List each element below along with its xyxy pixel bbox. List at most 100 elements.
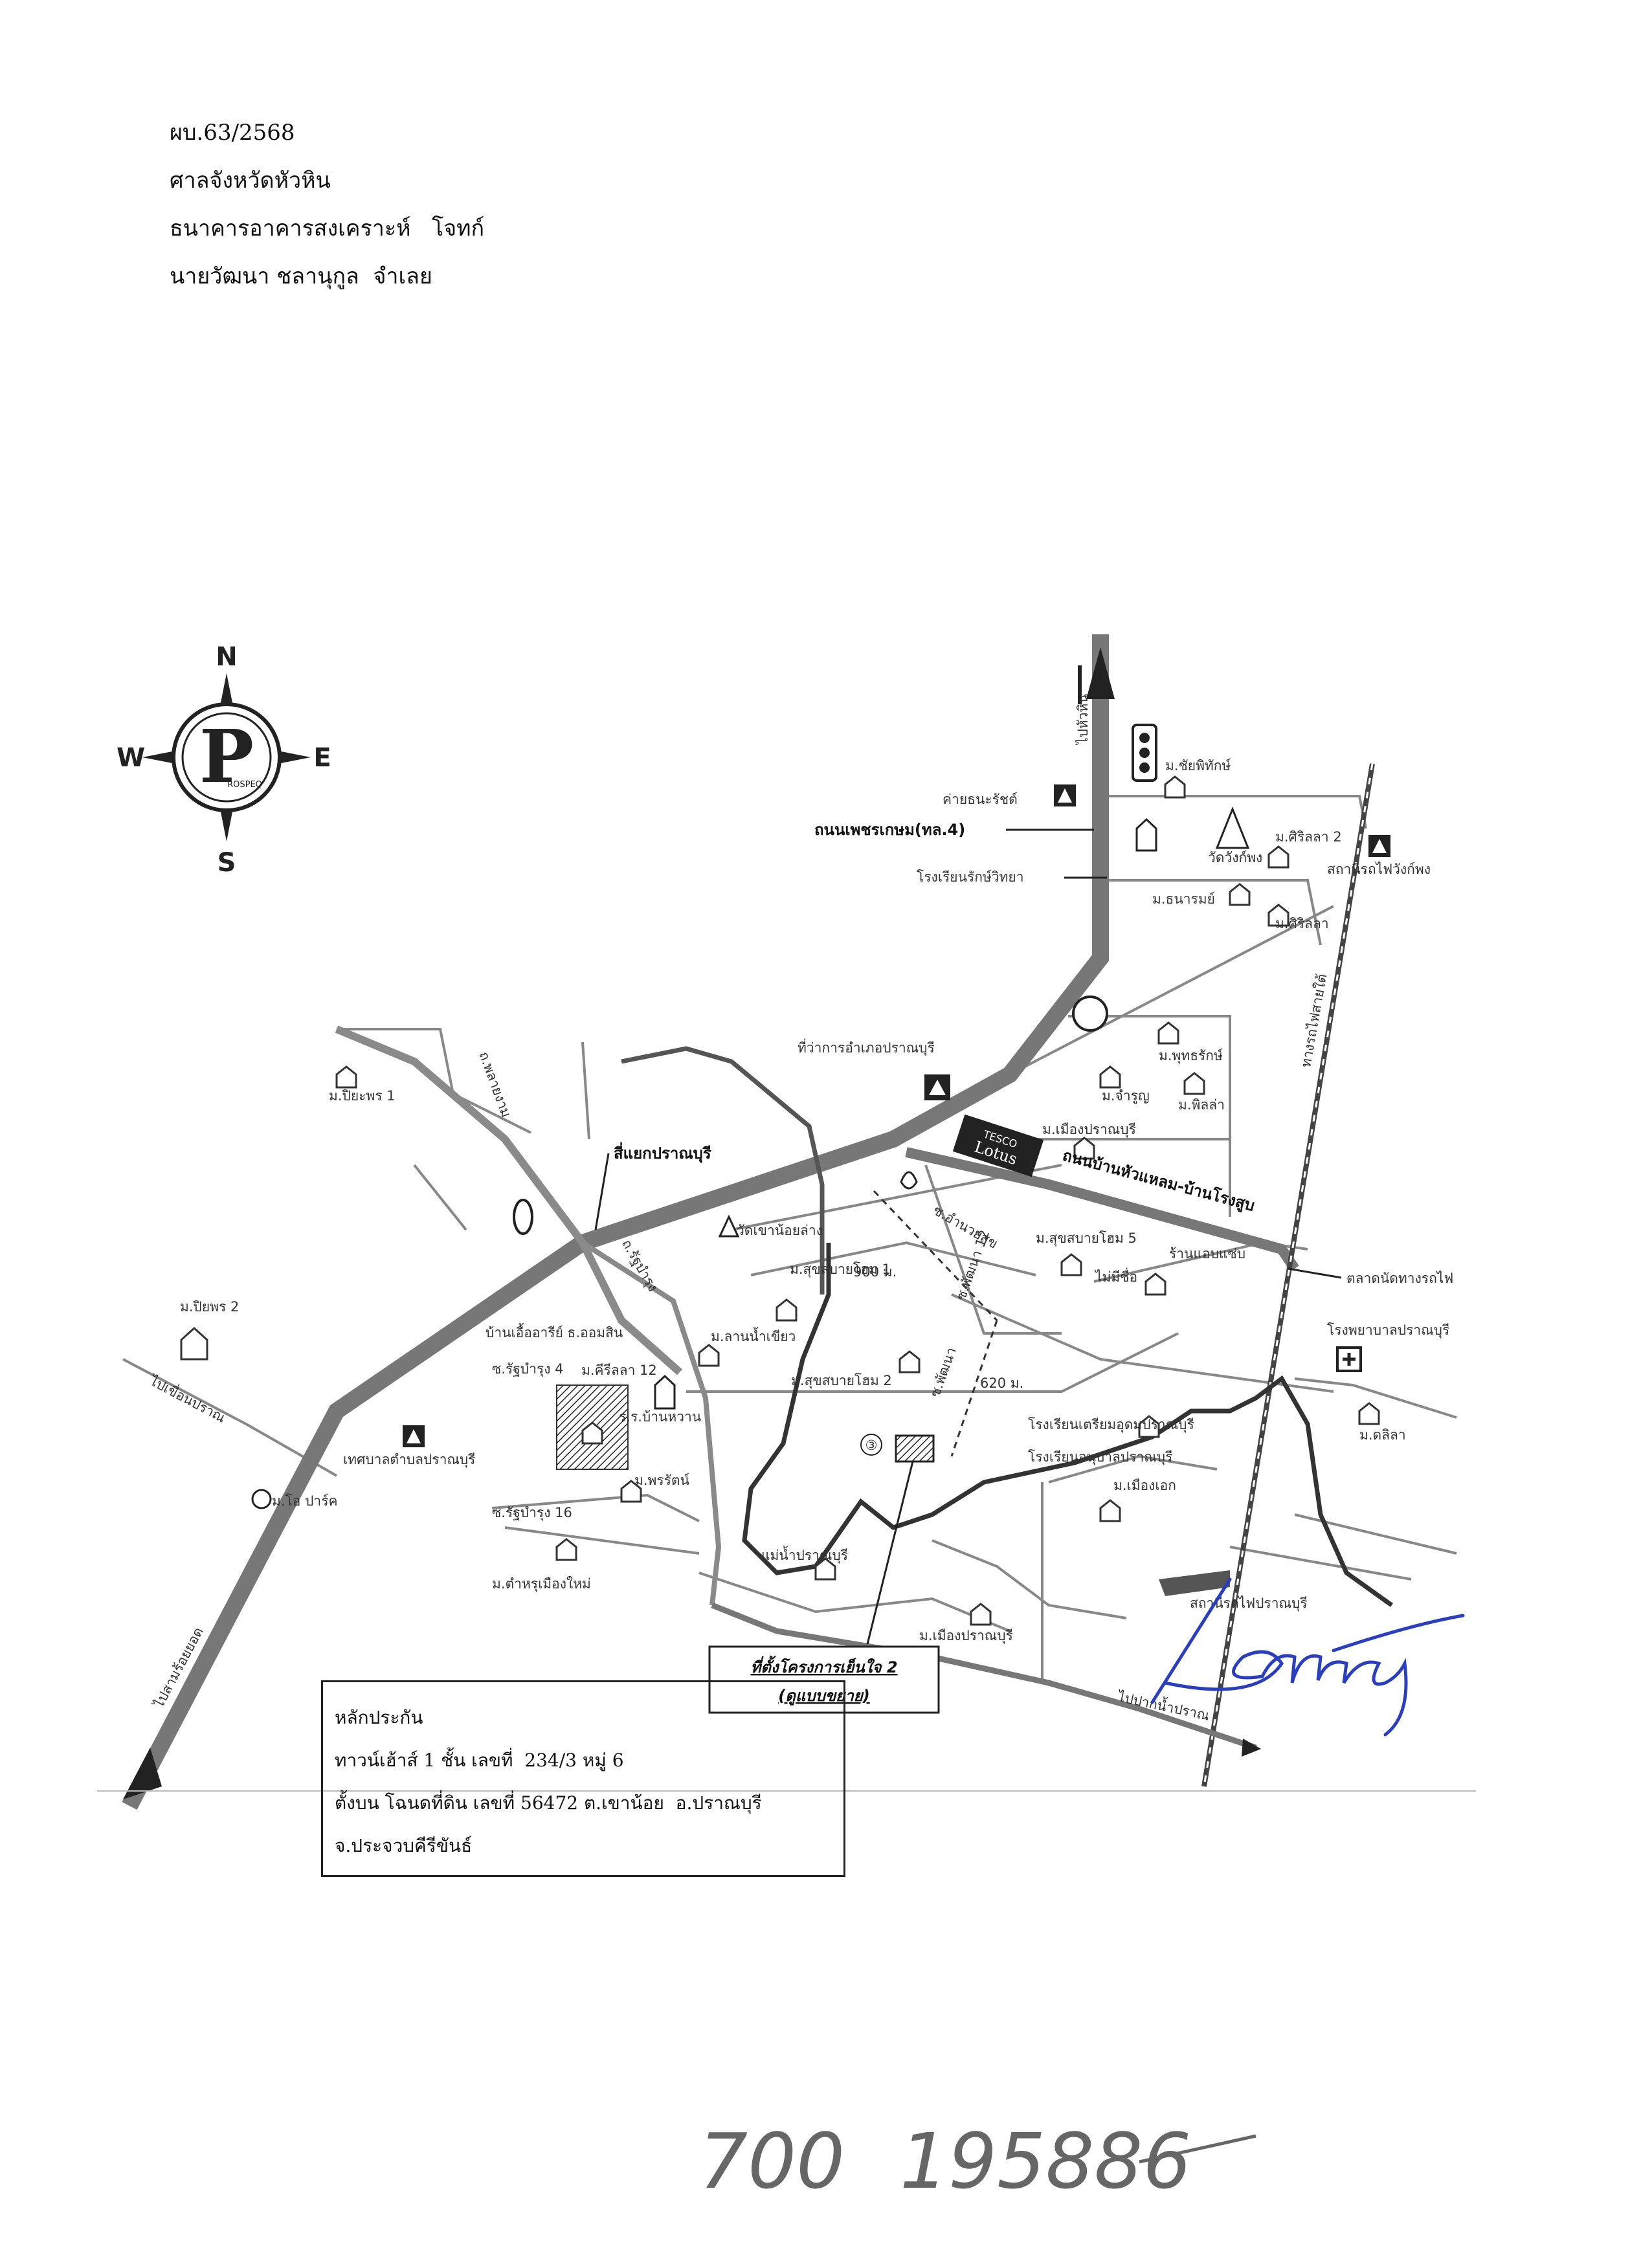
- temple-icon: [1215, 806, 1250, 849]
- station-tent-icon: [1368, 835, 1390, 857]
- label-dist-900: 900 ม.: [853, 1264, 897, 1280]
- label-to-north: ไปหัวหิน: [1075, 694, 1091, 746]
- label-raneap: ร้านแอบแซ่บ: [1169, 1246, 1245, 1262]
- train-icon: [1159, 1570, 1230, 1596]
- camp-tent-icon: [1054, 784, 1076, 806]
- label-msuksabai5: ม.สุขสบายโฮม 5: [1036, 1230, 1137, 1247]
- road-phlayngam: [335, 1025, 682, 1375]
- label-school-prep: โรงเรียนเตรียมอุดมปราณบุรี: [1028, 1417, 1194, 1433]
- label-msirilla: ม.ศิริลลา: [1275, 916, 1329, 931]
- label-school-anuban: โรงเรียนอนุบาลปราณบุรี: [1028, 1449, 1172, 1465]
- label-banrueaaree: บ้านเอื้ออารีย์ ธ.ออมสิน: [486, 1323, 623, 1340]
- label-ratbamrung: ถ.รัฐบำรุง: [618, 1237, 661, 1295]
- subject-label-line2: (ดูแบบขยาย): [778, 1687, 869, 1706]
- label-school-rak: โรงเรียนรักษ์วิทยา: [917, 869, 1024, 885]
- ptt-station-icon: [900, 1171, 918, 1190]
- temple-icon-2: [718, 1214, 740, 1238]
- road-ratbamrung: [581, 1240, 722, 1606]
- compass-west: W: [117, 743, 145, 773]
- horizontal-rule: [97, 1790, 1476, 1792]
- label-mphornrat: ม.พรรัตน์: [634, 1473, 689, 1488]
- compass-rose: P ROSPEQ N S E W: [117, 642, 331, 878]
- label-mtara: ม.ดลิลา: [1359, 1427, 1406, 1443]
- label-camp: ค่ายธนะรัชต์: [943, 792, 1018, 807]
- collateral-title: หลักประกัน: [335, 1707, 423, 1728]
- compass-logo-text: ROSPEQ: [227, 780, 262, 790]
- gas-station-icon: [1072, 995, 1108, 1032]
- compass-south: S: [218, 848, 236, 878]
- collateral-line3: จ.ประจวบคีรีขันธ์: [335, 1835, 473, 1856]
- subject-site-marker: [895, 1434, 935, 1463]
- label-msirilla2: ม.ศิริลลา 2: [1275, 829, 1342, 845]
- label-soi-ratbamrung16: ซ.รัฐบำรุง 16: [492, 1505, 572, 1521]
- district-tent-icon: [924, 1074, 950, 1100]
- label-district-office: ที่ว่าการอำเภอปราณบุรี: [798, 1038, 935, 1056]
- case-number: ผบ.63/2568: [170, 120, 295, 146]
- plaintiff-line: ธนาคารอาคารสงเคราะห์ โจทก์: [170, 216, 485, 241]
- label-maimiseu: ไม่มีชื่อ: [1094, 1267, 1137, 1285]
- label-mkhirilla12: ม.คีรีลลา 12: [581, 1362, 657, 1378]
- label-soi-ratbamrung4: ซ.รัฐบำรุง 4: [492, 1361, 564, 1377]
- label-mopark: ม.โอ ปาร์ค: [272, 1493, 338, 1509]
- label-to-dam: ไปเขื่อนปราณ: [146, 1371, 229, 1426]
- compass-north: N: [216, 642, 237, 672]
- subject-marker-number: ③: [865, 1438, 878, 1453]
- label-mlannamkhiao: ม.ลานน้ำเขียว: [711, 1327, 796, 1344]
- label-mpilla: ม.พิลล่า: [1178, 1097, 1225, 1113]
- document-header: ผบ.63/2568 ศาลจังหวัดหัวหิน ธนาคารอาคารส…: [170, 109, 484, 300]
- label-mtamrumueangmai: ม.ตำหรุเมืองใหม่: [492, 1576, 591, 1592]
- label-municipality: เทศบาลตำบลปราณบุรี: [343, 1452, 475, 1468]
- label-watwangkaphong: วัดวังก์พง: [1208, 850, 1262, 865]
- compass-logo-letter: P: [199, 715, 254, 799]
- park-marker-icon: [251, 1489, 272, 1509]
- handwritten-left: 700: [699, 2117, 845, 2206]
- house-icons: [180, 775, 1380, 1626]
- signature-icon: [1150, 1577, 1465, 1737]
- north-arrow-icon: [1086, 647, 1115, 699]
- label-mchaiphithak: ม.ชัยพิทักษ์: [1165, 758, 1231, 773]
- label-msuksabai2: ม.สุขสบายโฮม 2: [791, 1373, 892, 1389]
- label-rrbanwan: ร.ร.บ้านหวาน: [619, 1409, 701, 1425]
- label-mpiyaphon1: ม.ปิยะพร 1: [329, 1088, 396, 1104]
- label-dist-620: 620 ม.: [980, 1375, 1023, 1391]
- label-river: แม่น้ำปราณบุรี: [761, 1546, 848, 1564]
- label-mphutrachat: ม.พุทธรักษ์: [1159, 1048, 1223, 1064]
- map-symbols: TESCO Lotus: [251, 724, 1390, 1596]
- junction-marker-icon: [513, 1199, 533, 1235]
- dist-620-line: [950, 1320, 998, 1457]
- label-branch-road: ถนนบ้านหัวแหลม-บ้านโรงสูบ: [1060, 1146, 1256, 1216]
- label-hospital: โรงพยาบาลปราณบุรี: [1327, 1322, 1449, 1339]
- label-mthanarom: ม.ธนารมย์: [1152, 891, 1215, 907]
- south-arrow-icon: [123, 1748, 162, 1799]
- label-highway: ถนนเพชรเกษม(ทล.4): [814, 821, 965, 839]
- label-mmuangpranburi2: ม.เมืองปราณบุรี: [919, 1628, 1013, 1644]
- collateral-line2: ตั้งบน โฉนดที่ดิน เลขที่ 56472 ต.เขาน้อย…: [335, 1792, 762, 1814]
- compass-east: E: [313, 743, 331, 773]
- defendant-line: นายวัฒนา ชลานุกูล จำเลย: [170, 263, 432, 289]
- label-talat: ตลาดนัดทางรถไฟ: [1346, 1271, 1453, 1286]
- highway-phetkasem: [122, 634, 1115, 1810]
- school-icon: [1135, 817, 1157, 852]
- road-to-river-mouth: [711, 1602, 1257, 1751]
- label-mmuangpranburi: ม.เมืองปราณบุรี: [1042, 1122, 1136, 1138]
- dist-900-line: [873, 1190, 998, 1322]
- collateral-line1: ทาวน์เฮ้าส์ 1 ชั้น เลขที่ 234/3 หมู่ 6: [335, 1750, 624, 1771]
- label-mcharoen: ม.จำรูญ: [1102, 1088, 1150, 1104]
- court-name: ศาลจังหวัดหัวหิน: [170, 168, 331, 194]
- subject-label-box: [708, 1645, 940, 1714]
- school-icon-2: [654, 1374, 676, 1410]
- label-msuksabai1: ม.สุขสบายโฮม 1: [790, 1262, 891, 1278]
- road-banhualaem: [905, 1147, 1299, 1272]
- river-mouth-arrow-icon: [1242, 1739, 1261, 1757]
- label-mpiyaphon2: ม.ปิยพร 2: [180, 1299, 239, 1315]
- label-soi-amnuaisuk: ซ.อำนวยสุข: [930, 1203, 1001, 1252]
- handwritten-numbers: 700 195886: [699, 2117, 1256, 2206]
- tesco-lotus-logo: [952, 1114, 1044, 1177]
- river: [742, 1243, 1394, 1607]
- collateral-box: หลักประกัน ทาวน์เฮ้าส์ 1 ชั้น เลขที่ 234…: [321, 1680, 845, 1877]
- label-watkhaonoi: วัดเขาน้อยล่าง: [737, 1223, 823, 1238]
- subject-label-line1: ที่ตั้งโครงการเย็นใจ 2: [750, 1656, 897, 1676]
- label-junction: สี่แยกปราณบุรี: [614, 1142, 711, 1164]
- railway: [1201, 763, 1375, 1787]
